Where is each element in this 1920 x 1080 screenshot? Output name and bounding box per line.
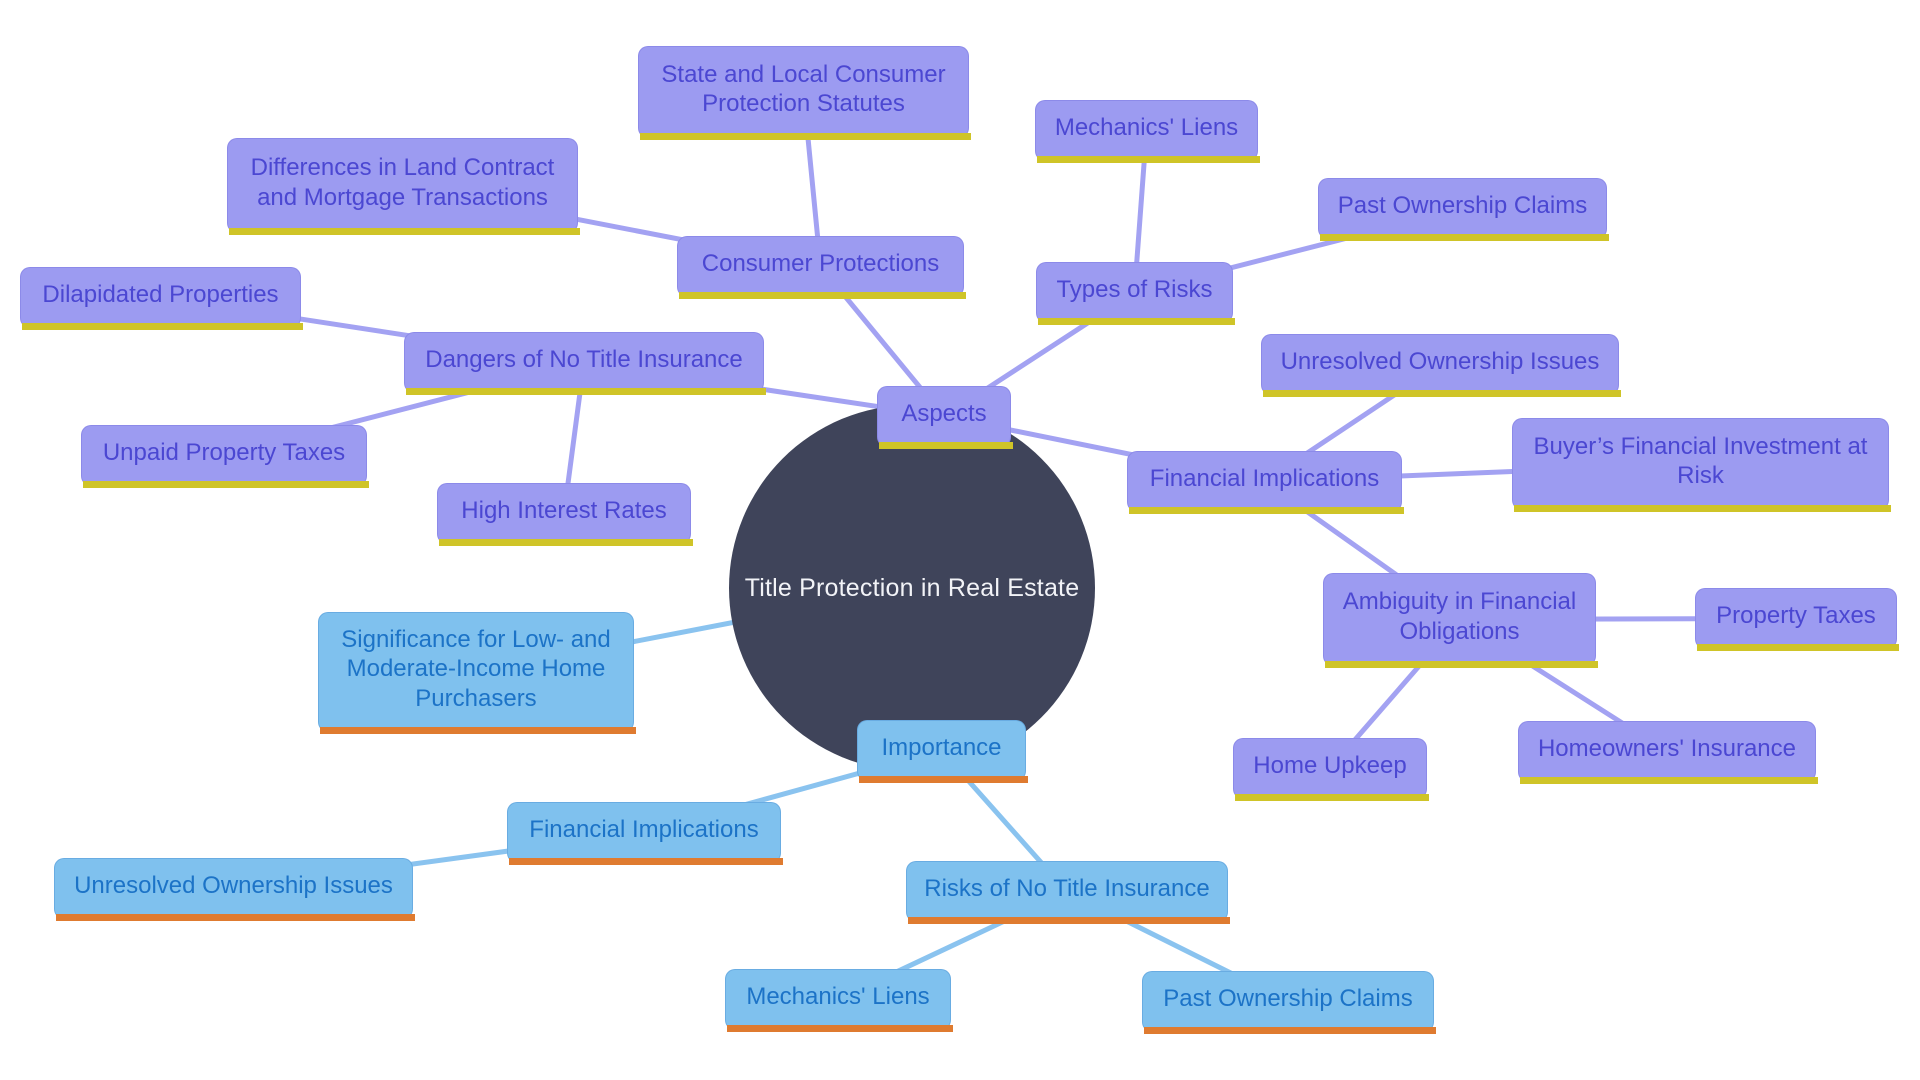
- node-risks_no_ti[interactable]: Risks of No Title Insurance: [906, 861, 1230, 924]
- node-label: High Interest Rates: [461, 496, 667, 524]
- node-label: Financial Implications: [1149, 464, 1380, 492]
- node-dilapidated[interactable]: Dilapidated Properties: [20, 267, 303, 330]
- node-label: Home Upkeep: [1253, 751, 1407, 779]
- node-label: Dangers of No Title Insurance: [425, 345, 743, 373]
- central-topic-label: Title Protection in Real Estate: [744, 573, 1080, 602]
- node-accent-bar-yellow: [83, 481, 369, 488]
- node-accent-bar-yellow: [1038, 318, 1235, 325]
- node-label: Buyer’s Financial Investment at Risk: [1533, 432, 1868, 489]
- node-accent-bar-yellow: [1520, 777, 1818, 784]
- node-mech_liens_b[interactable]: Mechanics' Liens: [725, 969, 953, 1032]
- node-accent-bar-orange: [859, 776, 1028, 783]
- node-accent-bar-orange: [56, 914, 415, 921]
- node-unresolved_b[interactable]: Unresolved Ownership Issues: [54, 858, 415, 921]
- node-label: Types of Risks: [1056, 275, 1213, 303]
- node-unpaid_taxes[interactable]: Unpaid Property Taxes: [81, 425, 369, 488]
- node-past_claims_b[interactable]: Past Ownership Claims: [1142, 971, 1436, 1034]
- node-accent-bar-orange: [908, 917, 1230, 924]
- node-accent-bar-yellow: [1037, 156, 1260, 163]
- node-fin_impl_p[interactable]: Financial Implications: [1127, 451, 1404, 514]
- node-accent-bar-yellow: [1129, 507, 1404, 514]
- node-accent-bar-yellow: [640, 133, 971, 140]
- node-accent-bar-yellow: [1325, 661, 1598, 668]
- node-accent-bar-yellow: [22, 323, 303, 330]
- node-consumer_prot[interactable]: Consumer Protections: [677, 236, 966, 299]
- central-topic[interactable]: Title Protection in Real Estate: [729, 405, 1095, 771]
- node-label: Dilapidated Properties: [42, 280, 279, 308]
- node-label: Consumer Protections: [701, 249, 940, 277]
- node-label: Significance for Low- and Moderate-Incom…: [341, 626, 611, 712]
- node-home_upkeep[interactable]: Home Upkeep: [1233, 738, 1429, 801]
- node-accent-bar-yellow: [879, 442, 1013, 449]
- node-label: Mechanics' Liens: [746, 982, 930, 1010]
- node-accent-bar-yellow: [406, 388, 766, 395]
- node-accent-bar-yellow: [1320, 234, 1609, 241]
- node-accent-bar-yellow: [1697, 644, 1899, 651]
- node-accent-bar-yellow: [1263, 390, 1621, 397]
- node-label: Financial Implications: [529, 815, 759, 843]
- node-label: Property Taxes: [1716, 601, 1876, 629]
- node-label: Importance: [881, 733, 1002, 761]
- node-mech_liens_p[interactable]: Mechanics' Liens: [1035, 100, 1260, 163]
- node-accent-bar-yellow: [229, 228, 580, 235]
- node-label: Unpaid Property Taxes: [102, 438, 346, 466]
- node-unresolved_p[interactable]: Unresolved Ownership Issues: [1261, 334, 1621, 397]
- node-accent-bar-yellow: [439, 539, 693, 546]
- node-label: Unresolved Ownership Issues: [74, 871, 393, 899]
- node-label: Homeowners' Insurance: [1537, 734, 1797, 762]
- node-label: Unresolved Ownership Issues: [1280, 347, 1600, 375]
- node-types_risks[interactable]: Types of Risks: [1036, 262, 1235, 325]
- node-buyers_risk[interactable]: Buyer’s Financial Investment at Risk: [1512, 418, 1891, 512]
- node-fin_impl_b[interactable]: Financial Implications: [507, 802, 783, 865]
- node-accent-bar-yellow: [1235, 794, 1429, 801]
- node-property_taxes[interactable]: Property Taxes: [1695, 588, 1899, 651]
- node-label: Past Ownership Claims: [1337, 191, 1588, 219]
- node-accent-bar-yellow: [1514, 505, 1891, 512]
- node-importance[interactable]: Importance: [857, 720, 1028, 783]
- node-accent-bar-yellow: [679, 292, 966, 299]
- node-label: Past Ownership Claims: [1163, 984, 1413, 1012]
- node-label: Ambiguity in Financial Obligations: [1342, 588, 1577, 645]
- node-aspects[interactable]: Aspects: [877, 386, 1013, 449]
- node-accent-bar-orange: [1144, 1027, 1436, 1034]
- node-ambiguity[interactable]: Ambiguity in Financial Obligations: [1323, 573, 1598, 668]
- node-label: Differences in Land Contract and Mortgag…: [250, 154, 555, 211]
- node-differences[interactable]: Differences in Land Contract and Mortgag…: [227, 138, 580, 235]
- node-high_interest[interactable]: High Interest Rates: [437, 483, 693, 546]
- node-accent-bar-orange: [727, 1025, 953, 1032]
- node-dangers[interactable]: Dangers of No Title Insurance: [404, 332, 766, 395]
- node-past_claims_p[interactable]: Past Ownership Claims: [1318, 178, 1609, 241]
- node-state_statutes[interactable]: State and Local Consumer Protection Stat…: [638, 46, 971, 140]
- node-label: Mechanics' Liens: [1054, 113, 1239, 141]
- node-label: State and Local Consumer Protection Stat…: [661, 60, 946, 117]
- node-label: Risks of No Title Insurance: [924, 874, 1210, 902]
- node-significance[interactable]: Significance for Low- and Moderate-Incom…: [318, 612, 636, 734]
- node-accent-bar-orange: [509, 858, 783, 865]
- node-label: Aspects: [901, 399, 987, 427]
- node-homeowners_ins[interactable]: Homeowners' Insurance: [1518, 721, 1818, 784]
- node-accent-bar-orange: [320, 727, 636, 734]
